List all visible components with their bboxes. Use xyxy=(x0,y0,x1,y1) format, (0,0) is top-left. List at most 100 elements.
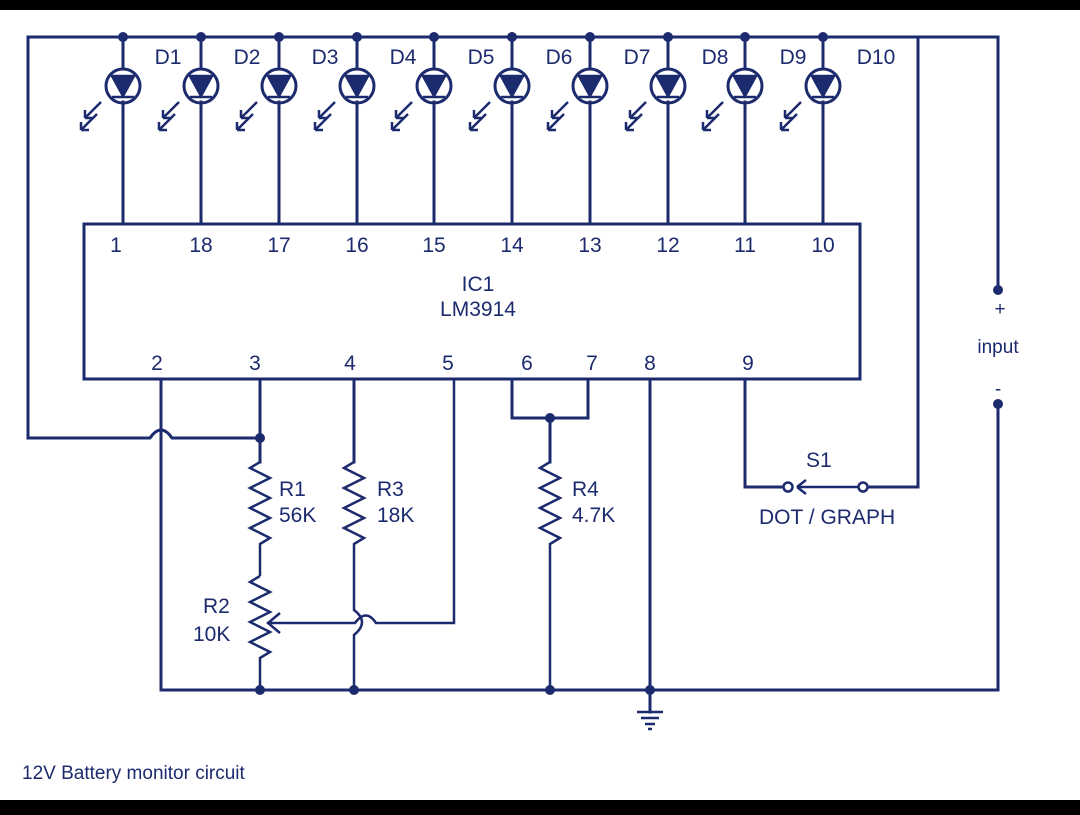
r2-ref: R2 xyxy=(203,595,230,618)
junction-gnd-r2 xyxy=(255,685,265,695)
diode-icon xyxy=(343,74,371,99)
led-label: D4 xyxy=(390,46,417,69)
light-emission-icon xyxy=(779,101,802,132)
ground-icon xyxy=(637,710,663,731)
ic-ref: IC1 xyxy=(462,273,495,296)
diode-icon xyxy=(498,74,526,99)
light-emission-icon xyxy=(79,101,102,132)
s1-contact-right xyxy=(857,481,869,493)
ic-top-pin-number: 13 xyxy=(578,234,601,257)
led-body xyxy=(571,67,609,105)
ic-top-pin-number: 14 xyxy=(500,234,524,257)
ic-top-pin-number: 17 xyxy=(267,234,290,257)
s1-mode-label: DOT / GRAPH xyxy=(759,506,895,529)
led-label: D6 xyxy=(546,46,573,69)
light-emission-icon xyxy=(390,101,413,132)
r3-value: 18K xyxy=(377,504,414,527)
led-label: D3 xyxy=(312,46,339,69)
switch-to-rail-wire xyxy=(866,35,920,489)
junction-gnd-r4 xyxy=(545,685,555,695)
ic-bottom-pin-number: 4 xyxy=(344,352,356,375)
rail-junction xyxy=(740,32,750,42)
bottom-pin-labels: 2 3 4 5 6 7 8 9 xyxy=(151,352,754,375)
junction-gnd-pin8 xyxy=(645,685,655,695)
ic-part-number: LM3914 xyxy=(440,298,516,321)
r2-value: 10K xyxy=(193,623,230,646)
light-emission-icon xyxy=(235,101,258,132)
led-label: D10 xyxy=(857,46,896,69)
rail-junction xyxy=(429,32,439,42)
diagram-caption: 12V Battery monitor circuit xyxy=(22,763,246,784)
led-array: D1 D2 D3 D4 D5 D6 D7 D8 D9 D10 xyxy=(79,32,896,226)
led-label: D2 xyxy=(234,46,261,69)
diode-icon xyxy=(109,74,137,99)
rail-junction xyxy=(663,32,673,42)
rail-junction xyxy=(118,32,128,42)
pin9-wire xyxy=(743,377,785,489)
rail-junction xyxy=(196,32,206,42)
diode-icon xyxy=(265,74,293,99)
diode-icon xyxy=(420,74,448,99)
led-body xyxy=(415,67,453,105)
led-body xyxy=(182,67,220,105)
ic-body xyxy=(82,222,862,381)
ground-rail xyxy=(159,403,1000,692)
r1-ref: R1 xyxy=(279,478,306,501)
ic-top-pin-number: 16 xyxy=(345,234,368,257)
ic-top-pin-number: 1 xyxy=(110,234,122,257)
ic-bottom-pin-number: 6 xyxy=(521,352,533,375)
light-emission-icon xyxy=(624,101,647,132)
led-8: D8 xyxy=(624,32,729,226)
input-minus-label: - xyxy=(995,379,1001,400)
r1-value: 56K xyxy=(279,504,316,527)
led-label: D5 xyxy=(468,46,495,69)
ic-bottom-pin-number: 9 xyxy=(742,352,754,375)
ic-bottom-pin-number: 5 xyxy=(442,352,454,375)
r4-resistor xyxy=(537,460,563,690)
led-6: D6 xyxy=(468,32,573,226)
led-body xyxy=(260,67,298,105)
ic-bottom-pin-number: 3 xyxy=(249,352,261,375)
led-body xyxy=(104,67,142,105)
top-supply-rail xyxy=(26,35,1000,290)
led-body xyxy=(726,67,764,105)
led-label: D9 xyxy=(780,46,807,69)
r1-resistor xyxy=(247,460,273,576)
ic-bottom-pin-number: 2 xyxy=(151,352,163,375)
led-1: D1 xyxy=(79,32,181,226)
input-plus-label: + xyxy=(994,299,1005,320)
ic-top-pin-number: 12 xyxy=(656,234,679,257)
diode-icon xyxy=(187,74,215,99)
r4-ref: R4 xyxy=(572,478,599,501)
input-minus-terminal xyxy=(993,399,1003,409)
input-plus-terminal xyxy=(993,285,1003,295)
ic-top-pin-number: 10 xyxy=(811,234,834,257)
light-emission-icon xyxy=(546,101,569,132)
rail-junction xyxy=(507,32,517,42)
light-emission-icon xyxy=(313,101,336,132)
junction-gnd-r3 xyxy=(349,685,359,695)
led-label: D7 xyxy=(624,46,651,69)
ic-bottom-pin-number: 7 xyxy=(586,352,598,375)
led-10: D10 xyxy=(779,32,896,226)
s1-ref: S1 xyxy=(806,449,832,472)
light-emission-icon xyxy=(157,101,180,132)
light-emission-icon xyxy=(468,101,491,132)
led-2: D2 xyxy=(157,32,261,226)
s1-contact-left xyxy=(782,481,794,493)
diode-icon xyxy=(654,74,682,99)
s1-lever xyxy=(796,479,859,495)
led-label: D8 xyxy=(702,46,729,69)
diode-icon xyxy=(809,74,837,99)
rail-junction xyxy=(352,32,362,42)
ic-top-pin-number: 11 xyxy=(734,234,756,257)
led-3: D3 xyxy=(235,32,339,226)
led-7: D7 xyxy=(546,32,651,226)
ic-bottom-pin-number: 8 xyxy=(644,352,656,375)
ic-top-pin-number: 15 xyxy=(422,234,445,257)
led-4: D4 xyxy=(313,32,417,226)
led-5: D5 xyxy=(390,32,495,226)
